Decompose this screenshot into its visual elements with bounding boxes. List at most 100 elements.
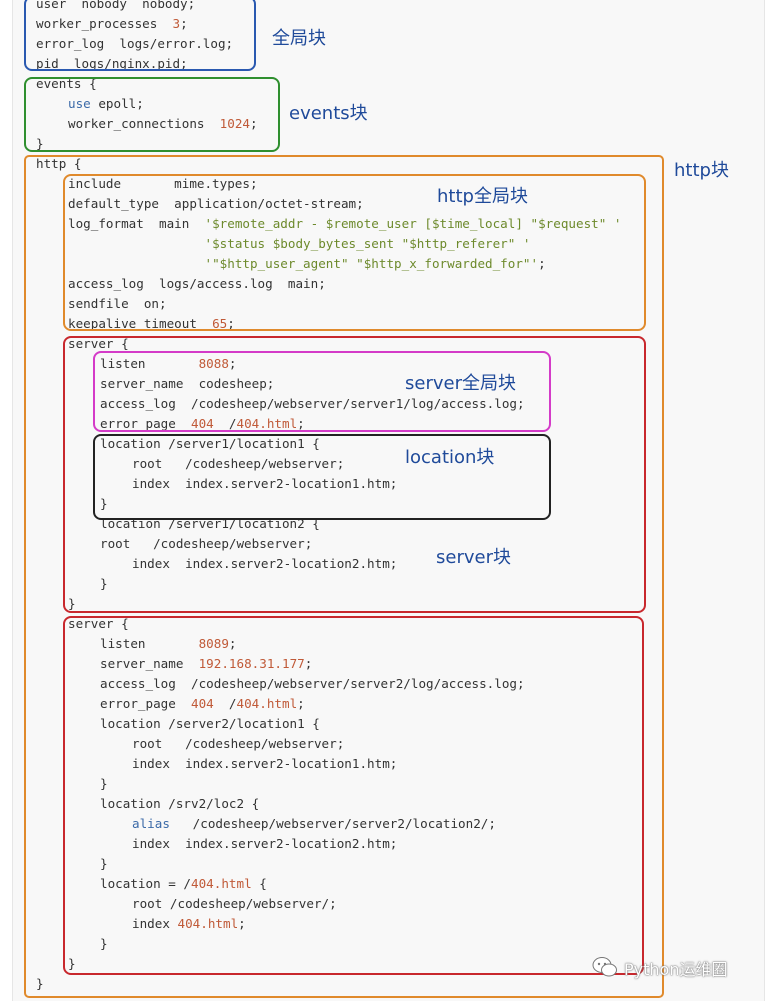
- code-line: worker_processes 3;: [36, 14, 188, 34]
- code-line: default_type application/octet-stream;: [68, 194, 364, 214]
- code-token: ;: [297, 696, 305, 711]
- code-token: server_name codesheep;: [100, 376, 275, 391]
- code-token: ;: [250, 116, 258, 131]
- code-line: alias /codesheep/webserver/server2/locat…: [132, 814, 496, 834]
- code-line: root /codesheep/webserver/;: [132, 894, 337, 914]
- wechat-icon: [592, 957, 617, 977]
- code-token: listen: [100, 356, 199, 371]
- code-token: 65: [212, 316, 228, 331]
- code-token: events {: [36, 76, 97, 91]
- http-global-block-box: [63, 174, 646, 331]
- code-token: }: [68, 956, 76, 971]
- code-line: }: [36, 134, 44, 154]
- code-line: index index.server2-location2.htm;: [132, 554, 397, 574]
- code-line: location /srv2/loc2 {: [100, 794, 259, 814]
- code-token: root /codesheep/webserver;: [132, 456, 345, 471]
- code-token: user nobody nobody;: [36, 0, 196, 11]
- code-token: error_log logs/error.log;: [36, 36, 234, 51]
- server-global-block-label: server全局块: [405, 373, 516, 394]
- code-line: }: [36, 974, 44, 994]
- code-line: }: [100, 774, 108, 794]
- code-line: use epoll;: [68, 94, 144, 114]
- code-line: server {: [68, 334, 129, 354]
- code-line: listen 8088;: [100, 354, 237, 374]
- code-token: ;: [304, 656, 313, 671]
- code-line: }: [100, 494, 108, 514]
- code-line: access_log /codesheep/webserver/server1/…: [100, 394, 525, 414]
- code-token: '$status $body_bytes_sent "$http_referer…: [204, 236, 531, 251]
- code-line: events {: [36, 74, 97, 94]
- code-token: worker_processes: [36, 16, 173, 31]
- code-token: 404: [191, 416, 214, 431]
- http-block-box: [24, 155, 664, 998]
- code-token: http {: [36, 156, 82, 171]
- code-token: 8089: [198, 636, 229, 651]
- location-block-box: [93, 434, 551, 520]
- location-block-label: location块: [405, 447, 495, 468]
- code-token: server_name: [100, 656, 199, 671]
- code-token: default_type application/octet-stream;: [68, 196, 364, 211]
- code-token: index index.server2-location1.htm;: [132, 756, 398, 771]
- code-token: '"$http_user_agent" "$http_x_forwarded_f…: [204, 256, 539, 271]
- code-token: root /codesheep/webserver/;: [132, 896, 337, 911]
- code-token: error_page: [100, 696, 191, 711]
- code-token: 404.html: [236, 696, 298, 711]
- code-token: ;: [228, 356, 237, 371]
- code-token: worker_connections: [68, 116, 220, 131]
- watermark-text: Python运维圈: [624, 960, 728, 979]
- code-line: log_format main '$remote_addr - $remote_…: [68, 214, 622, 234]
- code-token: server {: [68, 616, 129, 631]
- code-token: 3: [172, 16, 181, 31]
- code-token: index index.server2-location2.htm;: [132, 836, 398, 851]
- code-token: use: [68, 96, 91, 111]
- code-line: location = /404.html {: [100, 874, 267, 894]
- code-token: }: [36, 136, 44, 151]
- code-token: access_log /codesheep/webserver/server1/…: [100, 396, 525, 411]
- code-token: index index.server2-location2.htm;: [132, 556, 398, 571]
- code-line: access_log /codesheep/webserver/server2/…: [100, 674, 525, 694]
- code-token: }: [100, 936, 108, 951]
- server2-block-box: [63, 616, 644, 975]
- code-line: }: [100, 574, 108, 594]
- code-token: '$remote_addr - $remote_user [$time_loca…: [204, 216, 622, 231]
- code-line: '"$http_user_agent" "$http_x_forwarded_f…: [68, 254, 545, 274]
- code-token: 192.168.31.177: [198, 656, 305, 671]
- code-token: location /server2/location1 {: [100, 716, 320, 731]
- code-line: error_page 404 /404.html;: [100, 414, 305, 434]
- code-line: error_log logs/error.log;: [36, 34, 233, 54]
- code-token: keepalive_timeout: [68, 316, 213, 331]
- code-line: pid logs/nginx.pid;: [36, 54, 188, 74]
- code-token: ;: [227, 316, 235, 331]
- code-line: sendfile on;: [68, 294, 167, 314]
- code-line: http {: [36, 154, 82, 174]
- code-line: server {: [68, 614, 129, 634]
- code-line: user nobody nobody;: [36, 0, 195, 14]
- code-line: }: [68, 594, 76, 614]
- code-token: 404.html: [191, 876, 252, 891]
- server-global-block-box: [93, 351, 551, 432]
- code-token: /codesheep/webserver/server2/location2/;: [169, 816, 496, 831]
- code-line: location /server2/location1 {: [100, 714, 320, 734]
- code-token: index: [132, 916, 178, 931]
- code-line: index 404.html;: [132, 914, 246, 934]
- code-token: location /server1/location1 {: [100, 436, 320, 451]
- code-token: server {: [68, 336, 129, 351]
- code-token: }: [100, 576, 108, 591]
- code-token: location = /: [100, 876, 191, 891]
- code-token: 8088: [198, 356, 229, 371]
- code-line: server_name codesheep;: [100, 374, 274, 394]
- http-block-label: http块: [674, 160, 729, 181]
- code-token: error_page: [100, 416, 191, 431]
- server-block-label: server块: [436, 547, 511, 568]
- code-token: sendfile on;: [68, 296, 167, 311]
- code-token: }: [36, 976, 44, 991]
- code-line: location /server1/location1 {: [100, 434, 320, 454]
- code-line: root /codesheep/webserver;: [132, 454, 344, 474]
- code-line: root /codesheep/webserver;: [100, 534, 312, 554]
- code-token: ;: [228, 636, 237, 651]
- code-line: server_name 192.168.31.177;: [100, 654, 312, 674]
- code-line: keepalive_timeout 65;: [68, 314, 235, 334]
- code-token: 404.html: [236, 416, 298, 431]
- code-token: 404: [191, 696, 214, 711]
- events-block-label: events块: [289, 103, 368, 124]
